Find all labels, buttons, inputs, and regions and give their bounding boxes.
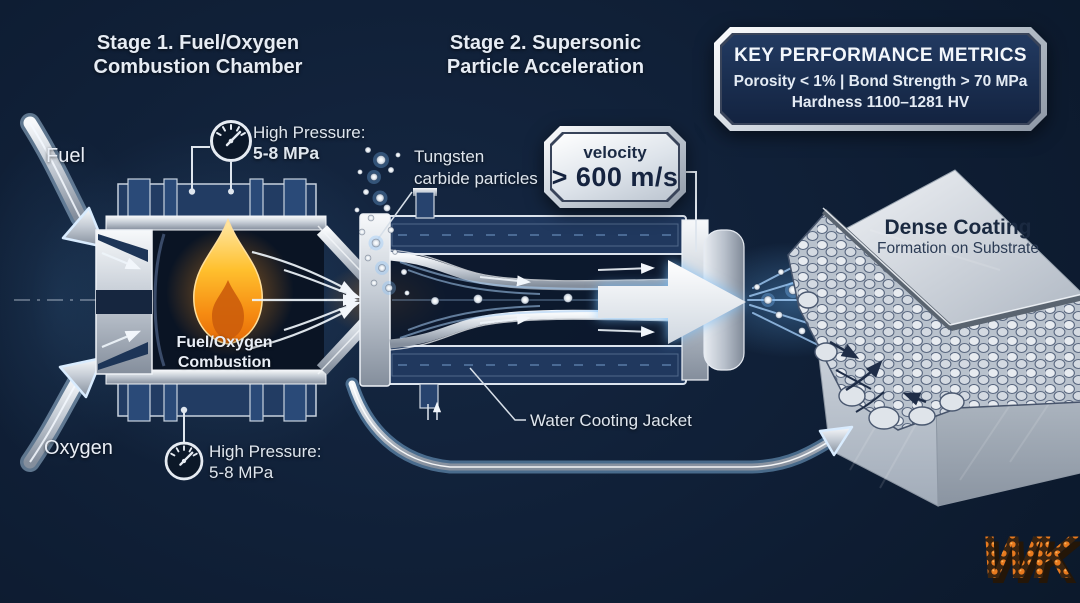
brand-logo-text: WK [981, 524, 1080, 591]
stage1-title: Stage 1. Fuel/Oxygen Combustion Chamber [78, 31, 318, 79]
impact-arrows [829, 340, 927, 413]
pressure-gauge-top-icon [210, 120, 252, 162]
metrics-panel: KEY PERFORMANCE METRICS Porosity < 1% | … [714, 27, 1047, 131]
fuel-arrow [20, 113, 107, 249]
brand-logo-shadow: WK [986, 529, 1080, 596]
combustion-chamber-illustration [95, 178, 382, 422]
velocity-badge: velocity > 600 m/s [544, 126, 686, 208]
recirculation-arrow [345, 377, 854, 474]
brand-logo: WK WK [981, 524, 1080, 596]
pressure-bottom-value: 5-8 MPa [209, 463, 274, 482]
metrics-row2: Hardness 1100–1281 HV [791, 94, 970, 111]
fuel-label: Fuel [46, 145, 85, 167]
pressure-gauge-bottom-icon [164, 441, 204, 481]
stage1-title-line1: Stage 1. Fuel/Oxygen [96, 32, 300, 54]
stage2-title-line2: Particle Acceleration [446, 56, 645, 78]
oxygen-label: Oxygen [44, 437, 113, 459]
water-jacket-leader-line [469, 367, 526, 421]
velocity-connector-line [686, 171, 697, 252]
velocity-value: > 600 m/s [551, 161, 679, 192]
flame-icon [193, 217, 263, 345]
exit-arrow [598, 260, 746, 344]
tungsten-particles-line2: carbide particles [414, 169, 538, 188]
dense-coating-line1: Dense Coating [884, 216, 1032, 239]
stage2-title: Stage 2. Supersonic Particle Acceleratio… [428, 31, 663, 79]
metrics-row1: Porosity < 1% | Bond Strength > 70 MPa [733, 73, 1028, 90]
pressure-top-value: 5-8 MPa [253, 143, 320, 163]
velocity-badge-face [552, 134, 678, 200]
combustion-label: Fuel/Oxygen Combustion [152, 333, 297, 373]
velocity-label: velocity [583, 142, 647, 162]
pressure-bottom-text: High Pressure: [209, 442, 322, 461]
oxygen-arrow [20, 356, 104, 472]
stage1-title-line2: Combustion Chamber [93, 56, 303, 78]
instrumentation [164, 120, 697, 481]
pressure-bottom-label: High Pressure: 5-8 MPa [209, 441, 321, 483]
dense-coating-label: Dense Coating Formation on Substrate [853, 216, 1063, 258]
tungsten-particles-label: Tungsten carbide particles [414, 146, 538, 190]
metrics-panel-face [722, 35, 1039, 123]
pressure-top-label: High Pressure: 5-8 MPa [253, 122, 365, 164]
coating-pebbles-edge [797, 291, 965, 430]
particle-feed-stream [354, 146, 413, 296]
substrate-cube-illustration [787, 169, 1080, 507]
water-cooling-jacket-label: Water Cooting Jacket [530, 411, 692, 430]
combustion-label-line1: Fuel/Oxygen [176, 334, 273, 351]
substrate-top-edge [821, 208, 954, 331]
tungsten-particles-line1: Tungsten [414, 147, 485, 166]
combustion-label-line2: Combustion [177, 354, 272, 371]
combustion-flow-arrows [101, 250, 362, 350]
dense-coating-line2: Formation on Substrate [877, 240, 1039, 257]
stage2-title-line1: Stage 2. Supersonic [449, 32, 642, 54]
pressure-top-text: High Pressure: [253, 123, 366, 142]
barrel-flow-arrows [479, 262, 655, 338]
metrics-title: KEY PERFORMANCE METRICS [734, 45, 1027, 66]
